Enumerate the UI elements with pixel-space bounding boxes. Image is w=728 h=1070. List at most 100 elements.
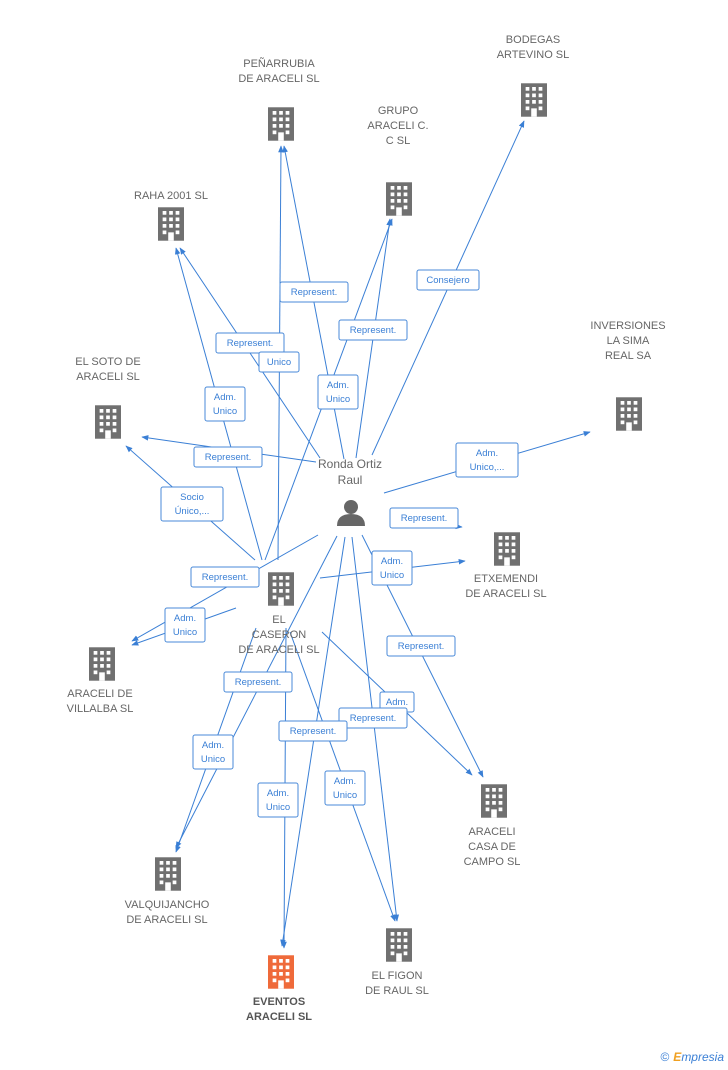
company-name-line: LA SIMA: [607, 335, 650, 347]
edge-label-box: [317, 374, 359, 410]
edge-label-text: Socio: [180, 492, 204, 503]
company-name-line: ARACELI: [468, 826, 515, 838]
edge-label-text: Unico: [213, 406, 237, 417]
edge-label-3: Represent.: [338, 319, 408, 341]
company-name-line: EL: [272, 614, 285, 626]
edge-label-11: Adm. Unico: [371, 550, 413, 586]
company-name-line: INVERSIONES: [590, 320, 665, 332]
edge-label-box: [324, 770, 366, 806]
edge-label-text: Unico: [380, 570, 404, 581]
edge-label-5: Adm.Unico: [204, 386, 246, 422]
person-icon: [337, 514, 365, 526]
building-icon: [616, 397, 642, 431]
edge-label-text: Adm.: [381, 556, 403, 567]
company-node-caseron[interactable]: EL CASERON DE ARACELI SL: [238, 572, 320, 656]
building-icon: [95, 405, 121, 439]
edge-label-text: Represent.: [401, 513, 447, 524]
edge-label-20: Adm.Unico: [257, 782, 299, 818]
edge-label-box: [257, 782, 299, 818]
edge-label-15: Represent.: [223, 671, 293, 693]
company-name-line: DE ARACELI SL: [238, 644, 319, 656]
edge-label-box: [204, 386, 246, 422]
company-name-line: DE RAUL SL: [365, 985, 429, 997]
edge-label-box: [223, 671, 293, 693]
edge-label-box: [190, 566, 260, 588]
edge-label-text: Adm.: [267, 788, 289, 799]
edge-label-box: [164, 607, 206, 643]
edge-label-text: Represent.: [205, 452, 251, 463]
edge-9: [351, 536, 400, 922]
edge-label-box: [278, 720, 348, 742]
company-name-line: BODEGAS: [506, 34, 560, 46]
company-node-bodegas[interactable]: BODEGAS ARTEVINO SL: [497, 34, 570, 117]
edge-label-7: Represent.: [193, 446, 263, 468]
edge-label-13: Adm.Unico: [164, 607, 206, 643]
building-icon: [481, 784, 507, 818]
edge-label-box: [193, 446, 263, 468]
building-icon: [386, 928, 412, 962]
company-name-line: RAHA 2001 SL: [134, 190, 208, 202]
company-name-line: CASERON: [252, 629, 306, 641]
brand-footer: ©Empresia: [660, 1050, 724, 1064]
company-name-line: REAL SA: [605, 350, 652, 362]
edge-label-10: Represent.: [389, 507, 459, 529]
edge-label-0: Consejero: [416, 269, 480, 291]
company-name-line: ARTEVINO SL: [497, 49, 570, 61]
building-icon: [268, 107, 294, 141]
company-node-figon[interactable]: EL FIGON DE RAUL SL: [365, 928, 429, 997]
company-name-line: DE ARACELI SL: [465, 588, 546, 600]
edge-label-box: [258, 351, 300, 373]
edge-label-8: Adm. Unico,...: [455, 442, 519, 478]
edge-label-text: Represent.: [202, 572, 248, 583]
edge-label-text: Represent.: [350, 325, 396, 336]
company-name-line: EL FIGON: [372, 970, 423, 982]
edge-label-box: [160, 486, 224, 522]
edge-label-box: [279, 281, 349, 303]
company-node-raha[interactable]: RAHA 2001 SL: [134, 190, 208, 241]
person-icon-head: [344, 500, 358, 514]
company-name-line: ARACELI SL: [246, 1011, 312, 1023]
edge-label-9: SocioÚnico,...: [160, 486, 224, 522]
edge-label-text: Adm.: [202, 740, 224, 751]
company-name-line: ARACELI C.: [367, 120, 428, 132]
edge-label-17: Represent.: [338, 707, 408, 729]
edge-label-box: [389, 507, 459, 529]
building-icon: [386, 182, 412, 216]
edge-label-text: Represent.: [291, 287, 337, 298]
edge-label-12: Represent.: [190, 566, 260, 588]
edge-label-box: [192, 734, 234, 770]
edge-label-text: Unico,...: [470, 462, 505, 473]
building-icon: [268, 955, 294, 989]
edge-label-box: [455, 442, 519, 478]
edge-label-text: Adm.: [174, 613, 196, 624]
company-node-inversiones[interactable]: INVERSIONES LA SIMA REAL SA: [590, 320, 666, 431]
edge-label-text: Adm.: [476, 448, 498, 459]
brand-logo-letter: E: [673, 1050, 682, 1064]
company-name-line: EL SOTO DE: [75, 356, 140, 368]
edge-label-text: Represent.: [350, 713, 396, 724]
edge-label-box: [386, 635, 456, 657]
building-icon: [89, 647, 115, 681]
company-name-line: C SL: [386, 135, 410, 147]
company-name-line: ETXEMENDI: [474, 573, 538, 585]
building-icon: [268, 572, 294, 606]
edge-label-box: [338, 707, 408, 729]
edge-label-text: Consejero: [426, 275, 469, 286]
edge-label-1: Represent.: [279, 281, 349, 303]
company-name-line: CAMPO SL: [464, 856, 521, 868]
edge-label-text: Adm.: [334, 776, 356, 787]
company-node-etxemendi[interactable]: ETXEMENDI DE ARACELI SL: [465, 532, 547, 600]
edge-label-text: Represent.: [398, 641, 444, 652]
edge-label-19: Adm.Unico: [192, 734, 234, 770]
person-name-line2: Raul: [338, 473, 363, 487]
